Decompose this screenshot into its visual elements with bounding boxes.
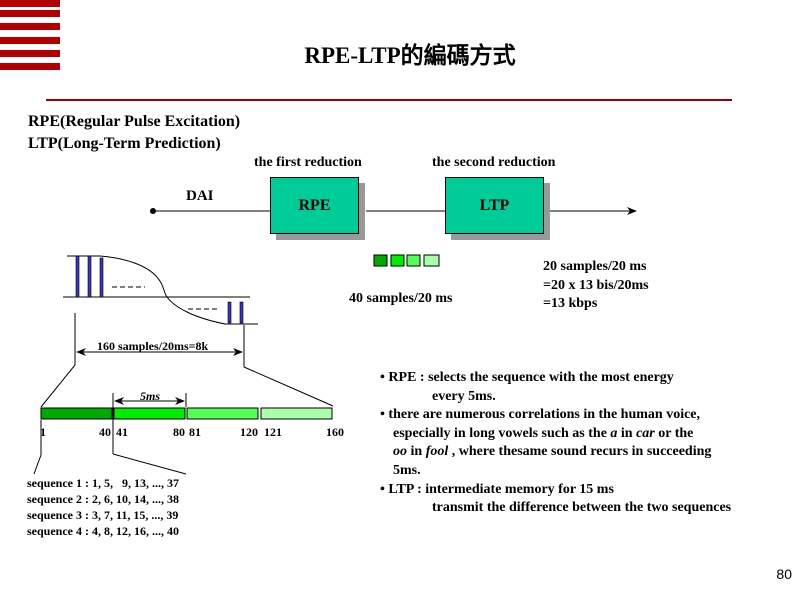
sequence-line: sequence 3 : 3, 7, 11, 15, ..., 39 (27, 508, 179, 522)
tick-label: 80 (173, 425, 185, 439)
rpe-output-square (406, 254, 421, 267)
tick-label: 120 (240, 425, 258, 439)
interval-label: 5ms (140, 389, 161, 403)
envelope-curve (99, 255, 226, 325)
decorative-stripes (0, 0, 60, 72)
zoom-line-right (243, 366, 334, 407)
tick-label: 1 (40, 425, 46, 439)
segment-1 (40, 407, 113, 420)
explanation-bullets: • RPE : selects the sequence with the mo… (380, 369, 731, 518)
tick-label: 121 (264, 425, 282, 439)
rpe-output-square (373, 254, 388, 267)
tick-label: 81 (189, 425, 201, 439)
tick-label: 41 (116, 425, 128, 439)
bullet-correlations-cont: 5ms. (393, 462, 421, 478)
segment-4 (260, 407, 333, 420)
example-a: a (610, 425, 618, 441)
ltp-output-line: 20 samples/20 ms (543, 259, 647, 274)
bullet-correlations-cont: oo in fool , where thesame sound recurs … (380, 443, 731, 462)
pulse (75, 255, 80, 298)
stripe (0, 63, 60, 70)
rpe-output-square (390, 254, 405, 267)
stripe (0, 23, 60, 30)
zoom-line (33, 454, 42, 475)
text-span: in (407, 444, 426, 460)
bullet-rpe-cont: every 5ms. (432, 388, 496, 404)
second-reduction-caption: the second reduction (432, 155, 556, 170)
page-number: 80 (776, 566, 792, 582)
stripe (0, 37, 60, 44)
segment-3 (186, 407, 259, 420)
ltp-output-line: =20 x 13 bis/20ms (543, 277, 649, 293)
bullet-correlations: • there are numerous correlations in the… (380, 407, 701, 423)
segment-2 (113, 407, 186, 420)
zoom-line-left (40, 364, 76, 408)
definition-ltp: LTP(Long-Term Prediction) (28, 135, 221, 152)
ltp-block-label: LTP (479, 196, 510, 214)
sequence-line: sequence 4 : 4, 8, 12, 16, ..., 40 (27, 524, 179, 538)
pulse (99, 257, 104, 298)
example-fool: fool (425, 444, 449, 460)
bullet-rpe: • RPE : selects the sequence with the mo… (380, 370, 674, 385)
ltp-output-rate: 20 samples/20 ms =20 x 13 bis/20ms =13 k… (543, 258, 649, 314)
pulse (87, 255, 92, 298)
definition-rpe: RPE(Regular Pulse Excitation) (28, 113, 241, 130)
zoom-line (112, 453, 187, 475)
ltp-output-line: =13 kbps (543, 296, 598, 311)
text-span: in (617, 425, 637, 441)
tick-label: 160 (326, 425, 344, 439)
ltp-block: LTP (445, 177, 544, 234)
rpe-output-label: 40 samples/20 ms (349, 291, 453, 306)
title-divider (46, 99, 732, 101)
input-label: DAI (186, 188, 214, 204)
stripe (0, 0, 60, 7)
bullet-correlations-cont: especially in long vowels such as the a … (380, 425, 731, 444)
text-span: , where thesame sound recurs in succeedi… (448, 444, 712, 460)
pulse (227, 301, 232, 324)
example-car: car (636, 425, 655, 441)
first-reduction-caption: the first reduction (254, 155, 362, 170)
span-label: 160 samples/20ms=8k (97, 339, 209, 353)
rpe-block-label: RPE (298, 196, 331, 214)
text-span: especially in long vowels such as the (393, 425, 611, 441)
tick-label: 40 (99, 425, 111, 439)
rpe-output-square (423, 254, 440, 267)
bullet-ltp-cont: transmit the difference between the two … (432, 500, 732, 516)
bullet-ltp: • LTP : intermediate memory for 15 ms (380, 481, 614, 497)
slide-title: RPE-LTP的編碼方式 (304, 43, 516, 68)
pulse (239, 301, 244, 324)
stripe (0, 10, 60, 17)
sequence-line: sequence 1 : 1, 5, 9, 13, ..., 37 (27, 476, 179, 490)
text-span: or the (654, 425, 694, 441)
stripe (0, 50, 60, 57)
rpe-block: RPE (270, 177, 359, 234)
example-oo: oo (393, 444, 407, 460)
sequence-line: sequence 2 : 2, 6, 10, 14, ..., 38 (27, 492, 179, 506)
